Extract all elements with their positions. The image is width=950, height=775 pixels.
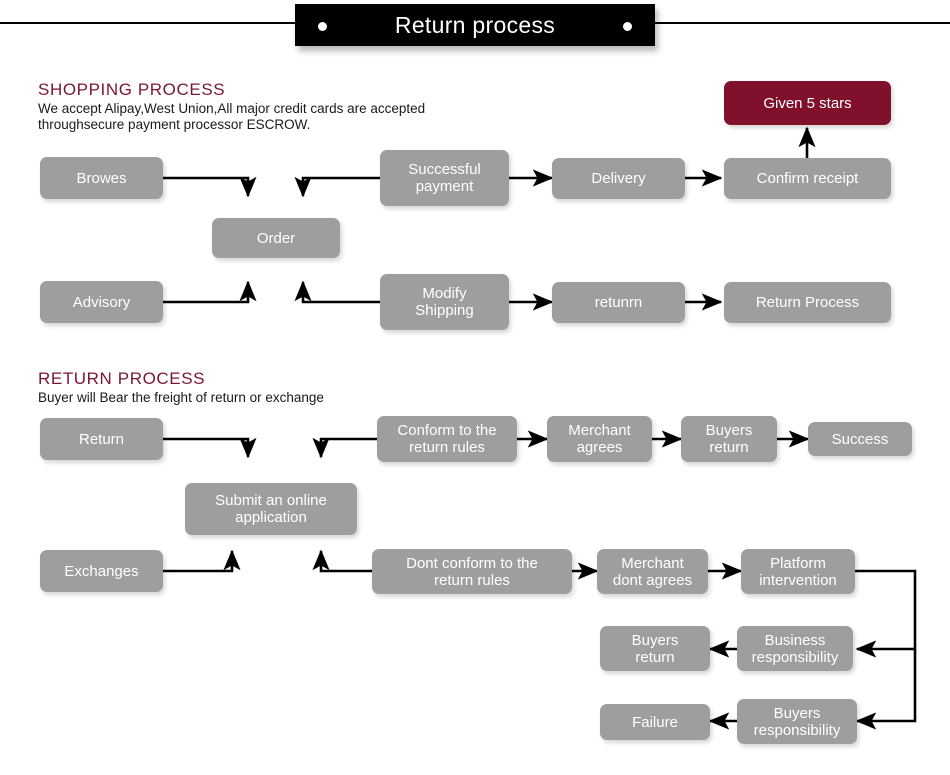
node-success[interactable]: Success [808, 422, 912, 456]
node-dont-conform-to-return-rules[interactable]: Dont conform to the return rules [372, 549, 572, 594]
node-buyers-return-top[interactable]: Buyers return [681, 416, 777, 462]
page-title: Return process [394, 11, 556, 38]
node-return[interactable]: retunrn [552, 282, 685, 323]
banner-dot-right-icon [623, 22, 632, 31]
node-successful-payment[interactable]: Successful payment [380, 150, 509, 206]
node-confirm-receipt[interactable]: Confirm receipt [724, 158, 891, 199]
node-order[interactable]: Order [212, 218, 340, 258]
node-browes[interactable]: Browes [40, 157, 163, 199]
node-buyers-responsibility[interactable]: Buyers responsibility [737, 699, 857, 744]
node-conform-to-return-rules[interactable]: Conform to the return rules [377, 416, 517, 462]
node-modify-shipping[interactable]: Modify Shipping [380, 274, 509, 330]
banner-dot-left-icon [318, 22, 327, 31]
node-failure[interactable]: Failure [600, 704, 710, 740]
node-exchanges[interactable]: Exchanges [40, 550, 163, 592]
node-platform-intervention[interactable]: Platform intervention [741, 549, 855, 594]
node-given-5-stars[interactable]: Given 5 stars [724, 81, 891, 125]
node-return-start[interactable]: Return [40, 418, 163, 460]
shopping-process-heading: SHOPPING PROCESS [38, 80, 226, 99]
node-merchant-dont-agrees[interactable]: Merchant dont agrees [597, 549, 708, 594]
node-business-responsibility[interactable]: Business responsibility [737, 626, 853, 671]
title-banner: Return process [295, 4, 655, 46]
return-process-heading: RETURN PROCESS [38, 369, 206, 388]
node-submit-online-application[interactable]: Submit an online application [185, 483, 357, 535]
node-buyers-return-mid[interactable]: Buyers return [600, 626, 710, 671]
node-advisory[interactable]: Advisory [40, 281, 163, 323]
shopping-process-note: We accept Alipay,West Union,All major cr… [38, 101, 426, 132]
return-process-note: Buyer will Bear the freight of return or… [38, 390, 324, 405]
node-return-process[interactable]: Return Process [724, 282, 891, 323]
node-delivery[interactable]: Delivery [552, 158, 685, 199]
node-merchant-agrees[interactable]: Merchant agrees [547, 416, 652, 462]
